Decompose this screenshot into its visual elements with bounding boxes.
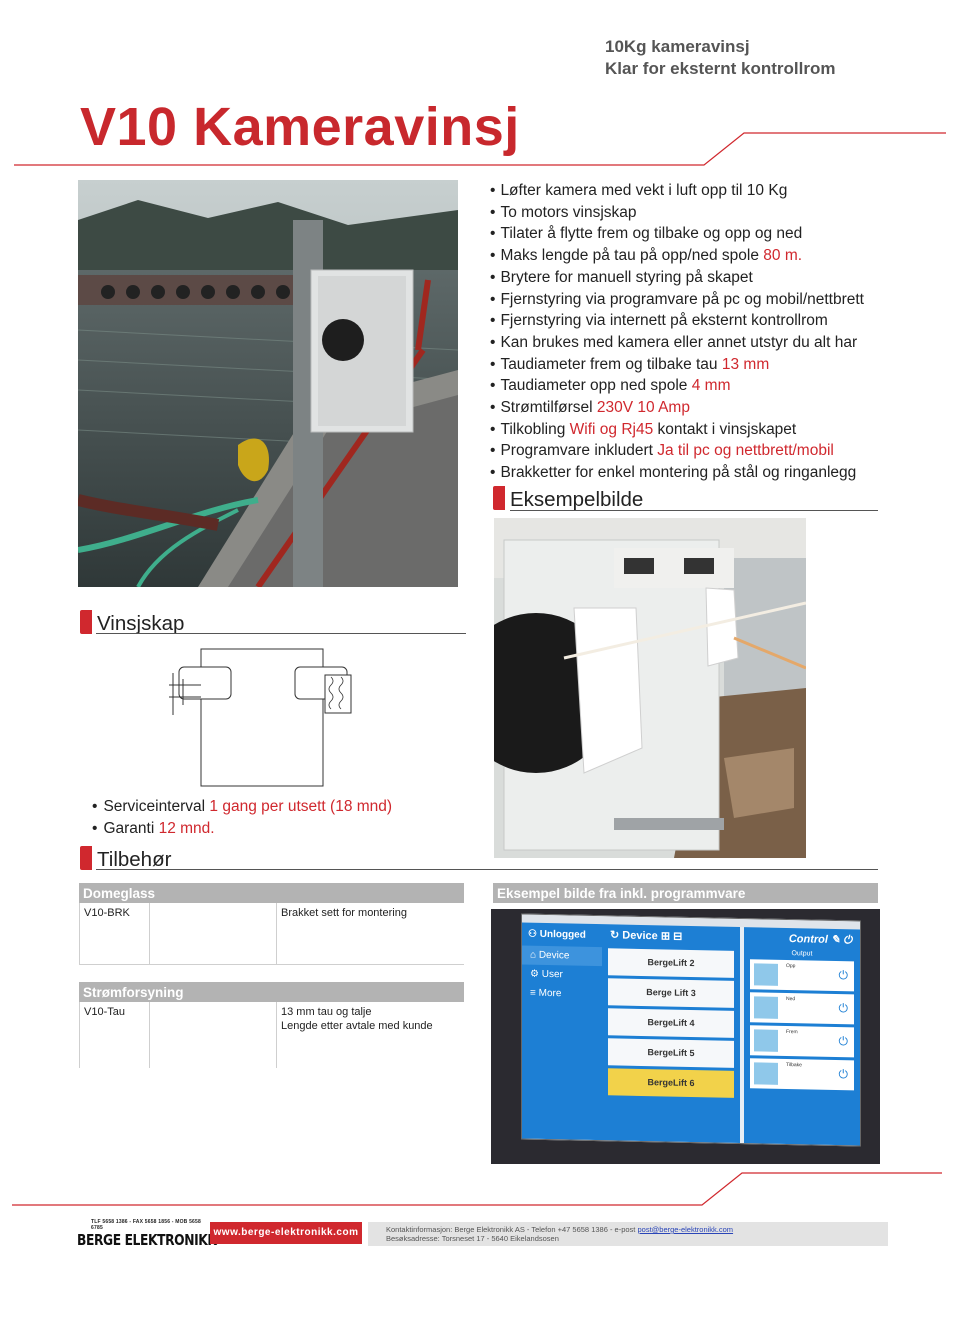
table-stromforsyning: V10-Tau 13 mm tau og talje Lengde etter … — [79, 1002, 464, 1068]
section-vinsjskap: Vinsjskap — [80, 610, 184, 636]
section-tilbehor: Tilbehør — [80, 846, 171, 872]
output-label: Output — [791, 950, 813, 958]
winch-photo-closeup — [494, 518, 806, 858]
power-icon[interactable]: ⏻ — [838, 1067, 849, 1082]
table-cell-empty — [150, 1002, 277, 1068]
company-logo: TLF 5658 1386 - FAX 5658 1856 - MOB 5658… — [77, 1219, 217, 1249]
email-link[interactable]: post@berge-elektronikk.com — [637, 1225, 734, 1234]
feature-item: Tilater å flytte frem og tilbake og opp … — [490, 223, 930, 245]
table-cell-code: V10-Tau — [80, 1002, 150, 1068]
device-header: ↻ Device ⊞ ⊟ — [610, 929, 683, 943]
page-title: V10 Kameravinsj — [80, 97, 520, 157]
feature-item: Taudiameter opp ned spole 4 mm — [490, 375, 930, 397]
winch-photo-fishfarm — [78, 180, 458, 587]
section-marker — [80, 846, 92, 870]
feature-item: Løfter kamera med vekt i luft opp til 10… — [490, 180, 930, 202]
warranty-item: Garanti 12 mnd. — [92, 818, 392, 840]
section-underline — [96, 869, 878, 870]
subtitle: 10Kg kameravinsj Klar for eksternt kontr… — [605, 36, 836, 80]
power-icon[interactable]: ⏻ — [838, 968, 849, 983]
feature-list: Løfter kamera med vekt i luft opp til 10… — [490, 180, 930, 484]
subtitle-line-2: Klar for eksternt kontrollrom — [605, 59, 836, 78]
device-list-item[interactable]: Berge Lift 3 — [608, 978, 734, 1008]
table-cell-desc: 13 mm tau og talje Lengde etter avtale m… — [281, 1006, 433, 1032]
section-title-vinsjskap: Vinsjskap — [97, 612, 185, 635]
table-cell-empty — [150, 903, 277, 964]
table-header-stromforsyning: Strømforsyning — [79, 982, 464, 1002]
section-eksempelbilde: Eksempelbilde — [493, 486, 643, 512]
control-list: Opp⏻Ned⏻Frem⏻Tilbake⏻ — [744, 959, 860, 1091]
control-header: Control ✎ ⏻ — [788, 933, 852, 947]
device-list-item[interactable]: BergeLift 5 — [608, 1038, 734, 1068]
feature-item: Brakketter for enkel montering på stål o… — [490, 462, 930, 484]
control-row[interactable]: Opp⏻ — [750, 959, 854, 992]
service-interval-item: Serviceinterval 1 gang per utsett (18 mn… — [92, 796, 392, 818]
feature-item: Fjernstyring via programvare på pc og mo… — [490, 289, 930, 311]
feature-item: Fjernstyring via internett på eksternt k… — [490, 310, 930, 332]
feature-item: Maks lengde på tau på opp/ned spole 80 m… — [490, 245, 930, 267]
control-row[interactable]: Tilbake⏻ — [750, 1058, 854, 1091]
control-row[interactable]: Frem⏻ — [750, 1025, 854, 1058]
header-divider-line — [14, 132, 946, 166]
power-icon[interactable]: ⏻ — [838, 1034, 849, 1049]
device-list-item[interactable]: BergeLift 2 — [608, 948, 734, 978]
section-title-eksempelbilde: Eksempelbilde — [510, 488, 644, 511]
software-caption: Eksempel bilde fra inkl. programmvare — [493, 883, 878, 903]
feature-item: Taudiameter frem og tilbake tau 13 mm — [490, 354, 930, 376]
section-title-tilbehor: Tilbehør — [97, 848, 172, 871]
table-domeglass: V10-BRK Brakket sett for montering — [79, 903, 464, 965]
section-marker — [80, 610, 92, 634]
nav-device[interactable]: ⌂ Device — [522, 945, 602, 967]
feature-item: Kan brukes med kamera eller annet utstyr… — [490, 332, 930, 354]
table-header-domeglass: Domeglass — [79, 883, 464, 903]
user-status: ⚇ Unlogged — [528, 928, 586, 941]
cabinet-drawing — [169, 648, 352, 787]
section-underline — [96, 633, 466, 634]
feature-item: Programvare inkludert Ja til pc og nettb… — [490, 440, 930, 462]
feature-item: Brytere for manuell styring på skapet — [490, 267, 930, 289]
table-cell-desc: Brakket sett for montering — [281, 907, 407, 919]
footer-divider-line — [12, 1172, 942, 1206]
output-toggle-swatch — [754, 1029, 778, 1052]
table-cell-code: V10-BRK — [80, 903, 150, 964]
section-marker — [493, 486, 505, 510]
output-toggle-swatch — [754, 1062, 778, 1085]
subtitle-line-1: 10Kg kameravinsj — [605, 37, 750, 56]
output-toggle-swatch — [754, 996, 778, 1019]
control-row[interactable]: Ned⏻ — [750, 992, 854, 1025]
feature-item: Tilkobling Wifi og Rj45 kontakt i vinsjs… — [490, 419, 930, 441]
power-icon[interactable]: ⏻ — [838, 1001, 849, 1016]
nav-user[interactable]: ⚙ User — [530, 968, 563, 981]
feature-item: To motors vinsjskap — [490, 202, 930, 224]
website-link[interactable]: www.berge-elektronikk.com — [210, 1222, 362, 1244]
service-list: Serviceinterval 1 gang per utsett (18 mn… — [92, 796, 392, 840]
device-list-item[interactable]: BergeLift 6 — [608, 1068, 734, 1098]
feature-item: Strømtilførsel 230V 10 Amp — [490, 397, 930, 419]
software-screenshot-photo: ⚇ Unlogged ⌂ Device ⚙ User ≡ More ↻ Devi… — [491, 909, 880, 1164]
nav-more[interactable]: ≡ More — [530, 987, 562, 1000]
device-list-item[interactable]: BergeLift 4 — [608, 1008, 734, 1038]
contact-info: Kontaktinformasjon: Berge Elektronikk AS… — [368, 1222, 888, 1246]
section-underline — [510, 510, 878, 511]
output-toggle-swatch — [754, 963, 778, 986]
